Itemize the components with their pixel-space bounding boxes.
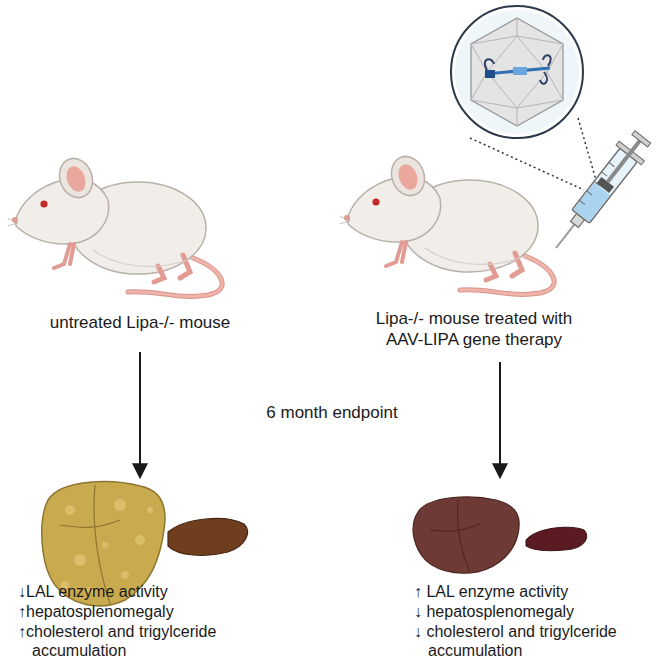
mouse-untreated	[6, 154, 222, 297]
aav-capsid-inset	[451, 6, 583, 138]
group-label: Lipa-/- mouse treated with AAV-LIPA gene…	[358, 308, 590, 350]
normal-liver	[413, 497, 519, 573]
outcome-item: ↑hepatosplenomegaly	[18, 602, 282, 621]
outcome-item: ↑cholesterol and trigylceride accumulati…	[18, 622, 282, 660]
outcome-item: ↓ hepatosplenomegaly	[414, 602, 664, 621]
flow-arrow	[139, 352, 141, 476]
enlarged-spleen	[168, 518, 247, 555]
outcome-item: ↓ cholesterol and trigylceride accumulat…	[414, 622, 664, 660]
flow-arrow	[499, 362, 501, 476]
timepoint-text: 6 month endpoint	[262, 403, 401, 422]
mouse-treated	[338, 152, 554, 295]
timepoint-label: 6 month endpoint	[232, 402, 432, 423]
normal-spleen	[526, 527, 587, 550]
zoom-line	[470, 138, 584, 190]
zoom-line	[578, 118, 596, 180]
syringe	[543, 127, 655, 258]
outcome-item: ↓LAL enzyme activity	[18, 582, 282, 601]
group-label: untreated Lipa-/- mouse	[20, 312, 260, 333]
outcome-item: ↑ LAL enzyme activity	[414, 582, 664, 601]
